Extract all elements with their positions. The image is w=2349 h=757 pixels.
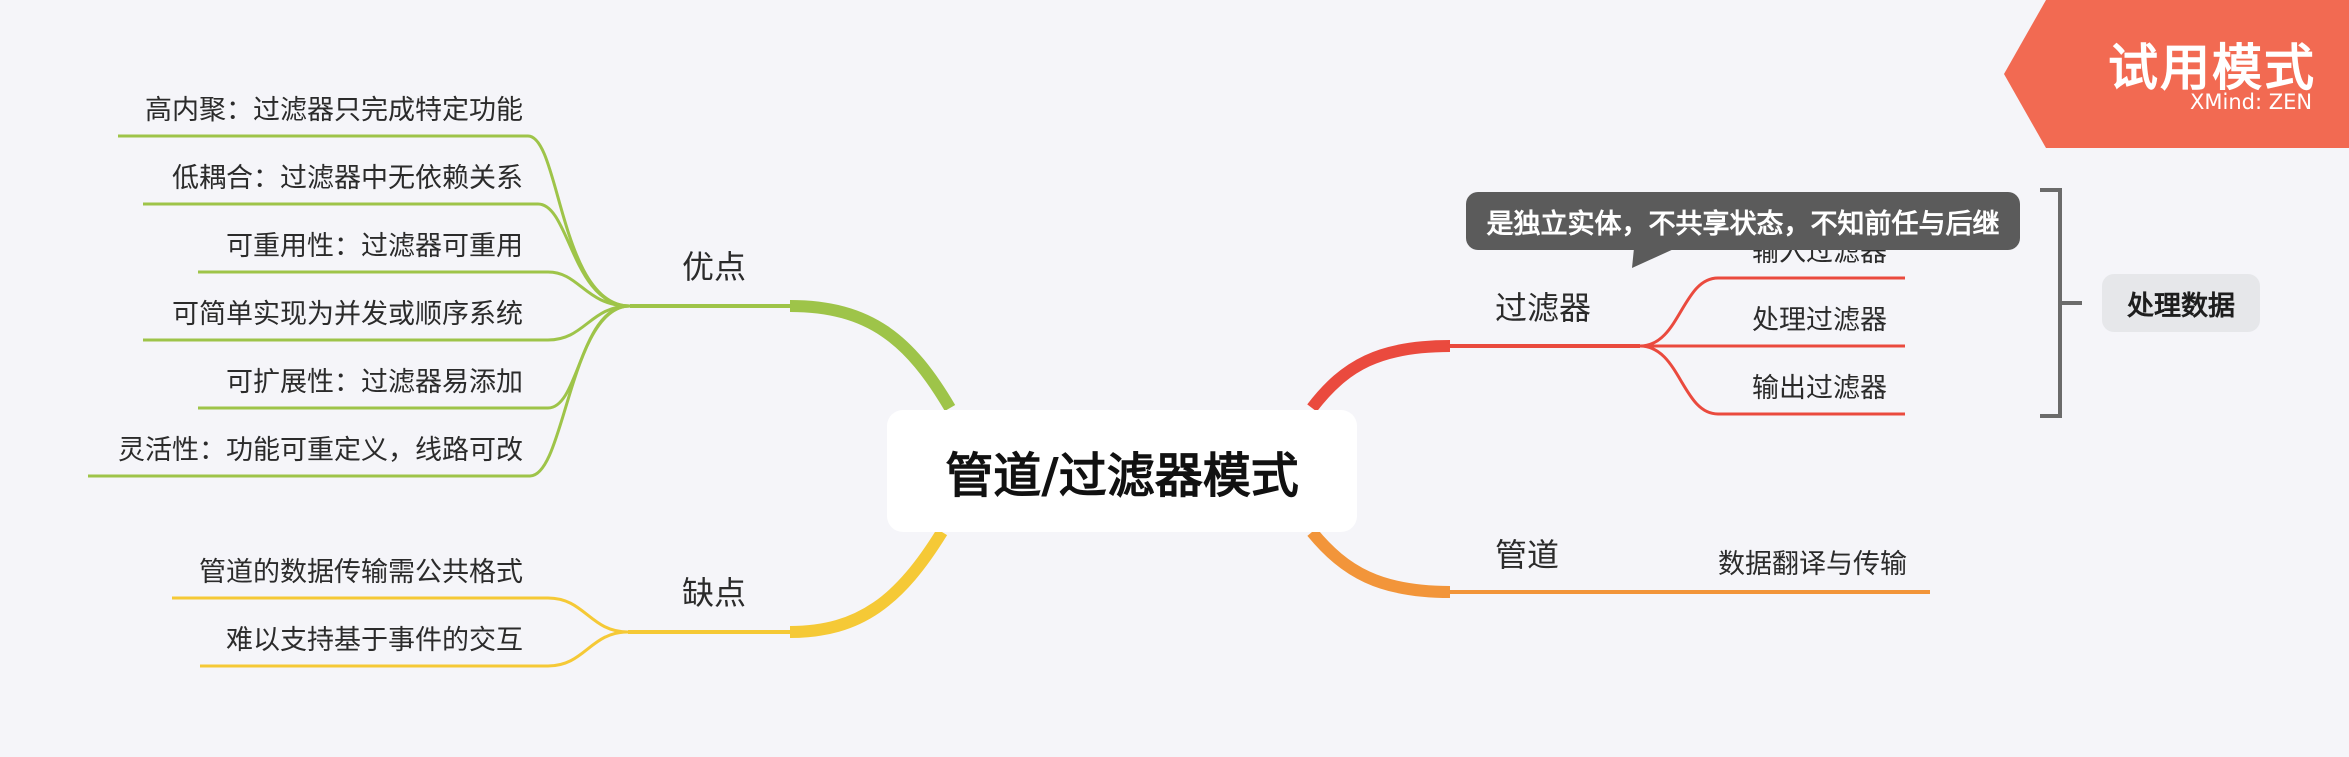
advantage-item[interactable]: 可简单实现为并发或顺序系统 <box>172 299 523 330</box>
disadvantage-item[interactable]: 难以支持基于事件的交互 <box>226 625 523 656</box>
trial-mode-label: 试用模式 <box>2108 39 2316 97</box>
summary-bracket <box>2040 188 2082 418</box>
advantage-item[interactable]: 低耦合：过滤器中无依赖关系 <box>172 163 523 194</box>
summary-processing-data[interactable]: 处理数据 <box>2102 274 2260 332</box>
filter-connectors <box>1307 276 1905 416</box>
filter-item[interactable]: 输出过滤器 <box>1752 373 1887 404</box>
advantage-item[interactable]: 灵活性：功能可重定义，线路可改 <box>118 435 523 466</box>
filter-note: 是独立实体，不共享状态，不知前任与后继 <box>1466 192 2020 250</box>
note-pointer <box>1632 248 1676 268</box>
pipe-connectors <box>1307 528 1930 598</box>
xmind-brand: XMind: ZEN <box>2190 90 2313 114</box>
disadvantages-connectors <box>172 528 948 668</box>
filter-item[interactable]: 处理过滤器 <box>1752 305 1887 336</box>
branch-filter[interactable]: 过滤器 <box>1495 289 1592 327</box>
advantages-connectors <box>88 134 956 478</box>
advantage-item[interactable]: 可扩展性：过滤器易添加 <box>226 367 523 398</box>
advantage-item[interactable]: 可重用性：过滤器可重用 <box>226 231 523 262</box>
disadvantage-item[interactable]: 管道的数据传输需公共格式 <box>199 557 523 588</box>
trial-badge-shape <box>2004 0 2349 148</box>
branch-disadvantages[interactable]: 缺点 <box>682 574 747 612</box>
branch-pipe[interactable]: 管道 <box>1495 536 1560 574</box>
branch-advantages[interactable]: 优点 <box>682 248 747 286</box>
advantage-item[interactable]: 高内聚：过滤器只完成特定功能 <box>145 95 523 126</box>
pipe-item[interactable]: 数据翻译与传输 <box>1718 549 1907 580</box>
central-topic[interactable]: 管道/过滤器模式 <box>887 410 1357 532</box>
